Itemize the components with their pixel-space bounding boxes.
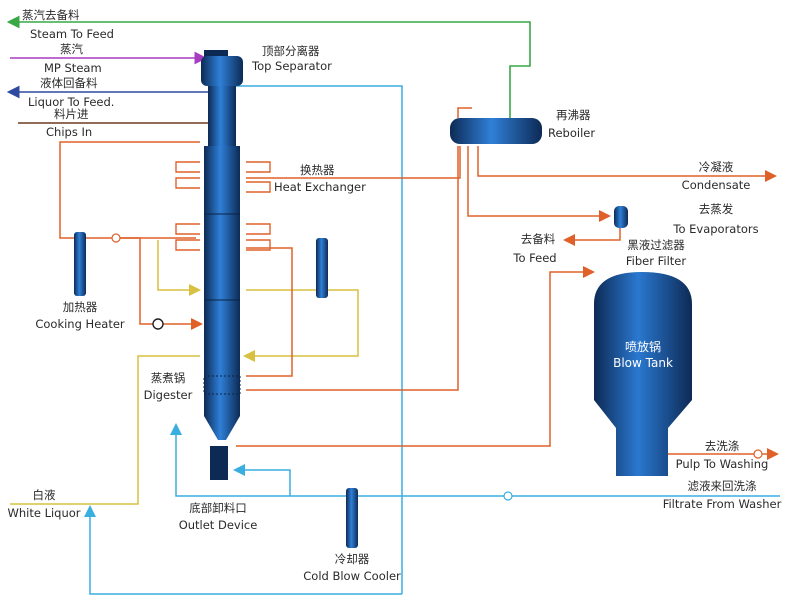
heat-exchanger-coils	[175, 161, 271, 251]
yellow-loop-left	[157, 240, 201, 296]
cooler-return-line	[233, 464, 291, 496]
mp-steam-label-en: MP Steam	[44, 61, 102, 75]
cold-blow-cooler-label-cn: 冷却器	[334, 552, 370, 566]
yellow-loop-right	[243, 289, 359, 362]
digester-side-out	[246, 247, 293, 377]
white-liquor-label-cn: 白液	[32, 488, 56, 502]
to-feed-label-en: To Feed	[513, 251, 557, 265]
filtrate-label-cn: 滤液来回洗涤	[687, 479, 757, 493]
bottom-return-line	[84, 505, 402, 595]
filter-to-feed-line	[563, 224, 621, 246]
digester-label-cn: 蒸煮锅	[150, 371, 186, 385]
condensate-label-en: Condensate	[681, 178, 751, 192]
filtrate-label-en: Filtrate From Washer	[662, 497, 782, 511]
pulp-to-washing-label-en: Pulp To Washing	[675, 457, 769, 471]
top-separator-label-en: Top Separator	[252, 59, 332, 73]
white-liquor-line	[10, 355, 200, 505]
side-exchanger	[316, 238, 328, 298]
filtrate-pump	[503, 491, 513, 501]
heat-exchanger-label-en: Heat Exchanger	[274, 180, 366, 194]
cold-blow-cooler-label-en: Cold Blow Cooler	[303, 569, 401, 583]
mp-steam-label-cn: 蒸汽	[60, 42, 83, 56]
cooking-heater	[74, 232, 86, 296]
cooking-heater-label-cn: 加热器	[62, 300, 98, 314]
heater-loop-line	[59, 141, 203, 330]
condensate-line	[477, 146, 777, 182]
outlet-device-label-cn: 底部卸料口	[189, 501, 247, 515]
blow-tank	[594, 272, 692, 476]
chips-in-label-cn: 料片进	[54, 107, 89, 121]
top-separator-liquor-line	[232, 85, 403, 594]
top-separator-label-cn: 顶部分离器	[262, 44, 320, 58]
pulp-pump	[753, 449, 763, 459]
fiber-filter-label-en: Fiber Filter	[625, 254, 687, 268]
to-feed-label-cn: 去备料	[520, 232, 556, 246]
blow-line	[236, 266, 595, 447]
fiber-filter-label-cn: 黑液过滤器	[627, 238, 685, 252]
blow-tank-label-en: Blow Tank	[613, 356, 673, 370]
cooking-heater-label-en: Cooking Heater	[35, 317, 125, 331]
digester-to-reboiler	[246, 146, 459, 391]
heater-pump	[111, 233, 121, 243]
circulation-pump	[152, 318, 164, 330]
blow-tank-label-cn: 喷放锅	[624, 340, 662, 354]
digester-column	[201, 50, 243, 480]
condensate-label-cn: 冷凝液	[698, 160, 734, 174]
steam-to-feed-label-cn: 蒸汽去备料	[22, 8, 80, 22]
filtrate-line	[170, 423, 780, 497]
digester-label-en: Digester	[143, 388, 193, 402]
to-evaporators-label-cn: 去蒸发	[698, 202, 734, 216]
liquor-to-feed-label-cn: 液体回备料	[40, 76, 98, 90]
to-filter-line	[467, 146, 611, 222]
reboiler-label-cn: 再沸器	[556, 108, 591, 122]
pulp-to-washing-label-cn: 去洗涤	[704, 439, 740, 453]
liquor-to-feed-label-en: Liquor To Feed.	[28, 95, 115, 109]
reboiler-top-pipe	[457, 107, 472, 118]
steam-to-feed-line	[6, 15, 531, 118]
chips-in-label-en: Chips In	[46, 125, 93, 139]
to-evaporators-label-en: To Evaporators	[673, 222, 759, 236]
cold-blow-cooler	[346, 488, 358, 548]
white-liquor-label-en: White Liquor	[7, 506, 81, 520]
reboiler	[450, 118, 542, 144]
steam-to-feed-label-en: Steam To Feed	[30, 27, 114, 41]
heat-exchanger-label-cn: 换热器	[300, 163, 335, 177]
fiber-filter	[614, 206, 628, 228]
outlet-device-label-en: Outlet Device	[178, 518, 258, 532]
heat-exchanger-line	[246, 146, 461, 179]
reboiler-label-en: Reboiler	[548, 126, 596, 140]
